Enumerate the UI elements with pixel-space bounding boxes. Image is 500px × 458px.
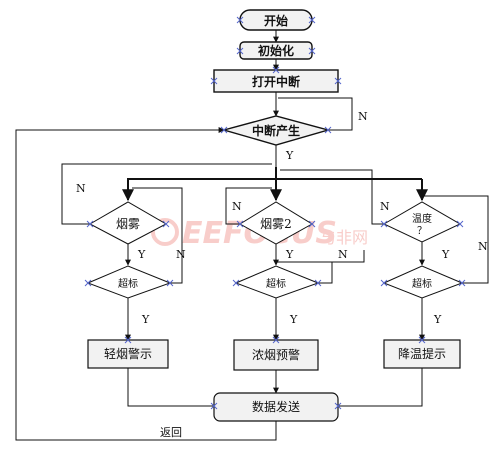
label-y-exceed-3: Y [433,313,442,326]
exceed-3-label: 超标 [412,277,432,290]
label-y-smoke-fog: Y [137,248,146,261]
watermark-logo-icon [151,218,179,246]
init-label: 初始化 [258,43,294,58]
temperature-label: 温度？ [412,212,432,237]
interrupt-generated-label: 中断产生 [252,123,300,138]
node-exceed-3: 超标 [382,265,464,299]
label-n-interrupt: N [358,110,368,123]
label-y-exceed-2: Y [289,313,298,326]
label-n-exceed-2: N [338,248,348,261]
label-n-smoke2: N [232,200,242,213]
node-exceed-1: 超标 [86,265,172,299]
start-label: 开始 [264,13,288,28]
node-exceed-2: 超标 [234,265,320,299]
dense-smoke-warning-label: 浓烟预警 [252,347,300,362]
exceed-2-label: 超标 [266,277,286,290]
node-dense-smoke-warning: 浓烟预警 [233,339,319,371]
node-start: 开始 [239,9,313,31]
connectors [15,30,489,441]
data-send-label: 数据发送 [252,399,300,414]
open-interrupt-label: 打开中断 [252,74,300,89]
label-n-exceed-3: N [478,240,488,253]
label-y-interrupt: Y [285,149,294,162]
node-light-smoke-alarm: 轻烟警示 [87,339,169,369]
node-temperature: 温度？ [382,201,462,243]
label-y-smoke2: Y [285,248,294,261]
label-n-exceed-1: N [176,248,186,261]
node-open-interrupt: 打开中断 [213,69,339,93]
label-n-smoke-fog: N [76,182,86,195]
cooling-prompt-label: 降温提示 [398,346,446,361]
label-n-temperature: N [380,200,390,213]
light-smoke-alarm-label: 轻烟警示 [104,346,152,361]
node-init: 初始化 [239,41,313,60]
watermark-suffix: 与非网 [320,228,368,247]
connector-marks [84,16,466,410]
node-data-send: 数据发送 [213,392,339,422]
label-y-exceed-1: Y [141,313,150,326]
edge-labels: Y N N Y N Y N Y N Y N Y N Y 返回 [76,110,488,439]
node-cooling-prompt: 降温提示 [383,339,461,369]
label-y-temperature: Y [441,248,450,261]
exceed-1-label: 超标 [118,277,138,290]
node-interrupt-generated: 中断产生 [221,115,331,146]
smoke-fog-label: 烟雾 [116,217,140,231]
smoke2-label: 烟雾2 [260,217,292,231]
label-return: 返回 [160,426,182,439]
